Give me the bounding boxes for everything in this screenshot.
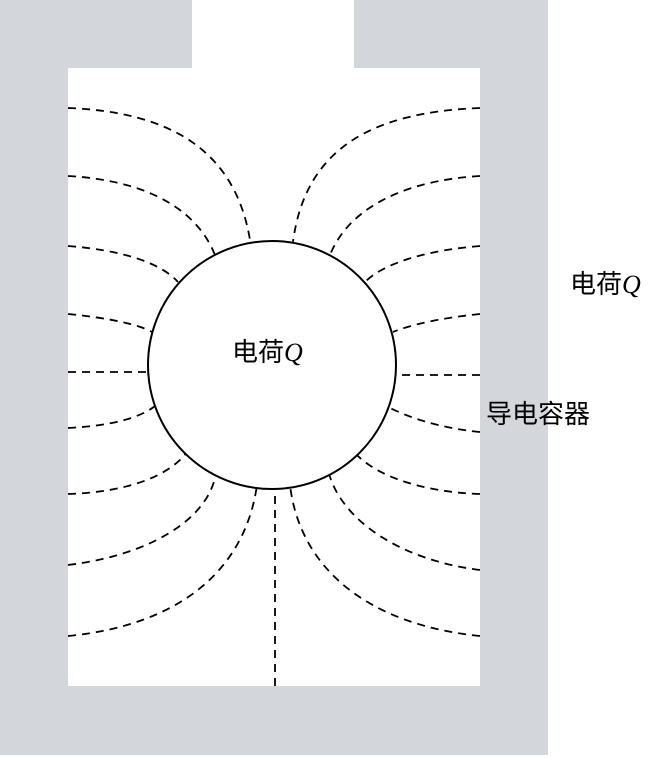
field-line bbox=[67, 484, 258, 637]
inner-charge-prefix: 电荷 bbox=[232, 338, 285, 368]
outer-charge-symbol: Q bbox=[622, 270, 641, 299]
field-line bbox=[67, 245, 179, 283]
field-line bbox=[289, 484, 481, 637]
container-label: 导电容器 bbox=[486, 400, 591, 430]
field-line bbox=[329, 175, 481, 256]
field-line bbox=[67, 451, 188, 495]
container-bottom-wall bbox=[0, 686, 548, 755]
field-lines bbox=[67, 107, 481, 686]
outer-charge-prefix: 电荷 bbox=[570, 270, 623, 300]
field-line bbox=[67, 107, 251, 241]
field-line bbox=[387, 406, 481, 433]
field-line bbox=[354, 452, 481, 495]
field-line bbox=[67, 477, 216, 566]
field-line bbox=[327, 469, 481, 571]
field-line bbox=[67, 175, 216, 256]
inner-charge-symbol: Q bbox=[284, 338, 303, 367]
field-line bbox=[67, 405, 156, 429]
field-line bbox=[364, 245, 481, 283]
inner-charge-label: 电荷Q bbox=[232, 338, 303, 368]
outer-charge-label: 电荷Q bbox=[570, 270, 641, 300]
charge-sphere bbox=[147, 240, 397, 490]
